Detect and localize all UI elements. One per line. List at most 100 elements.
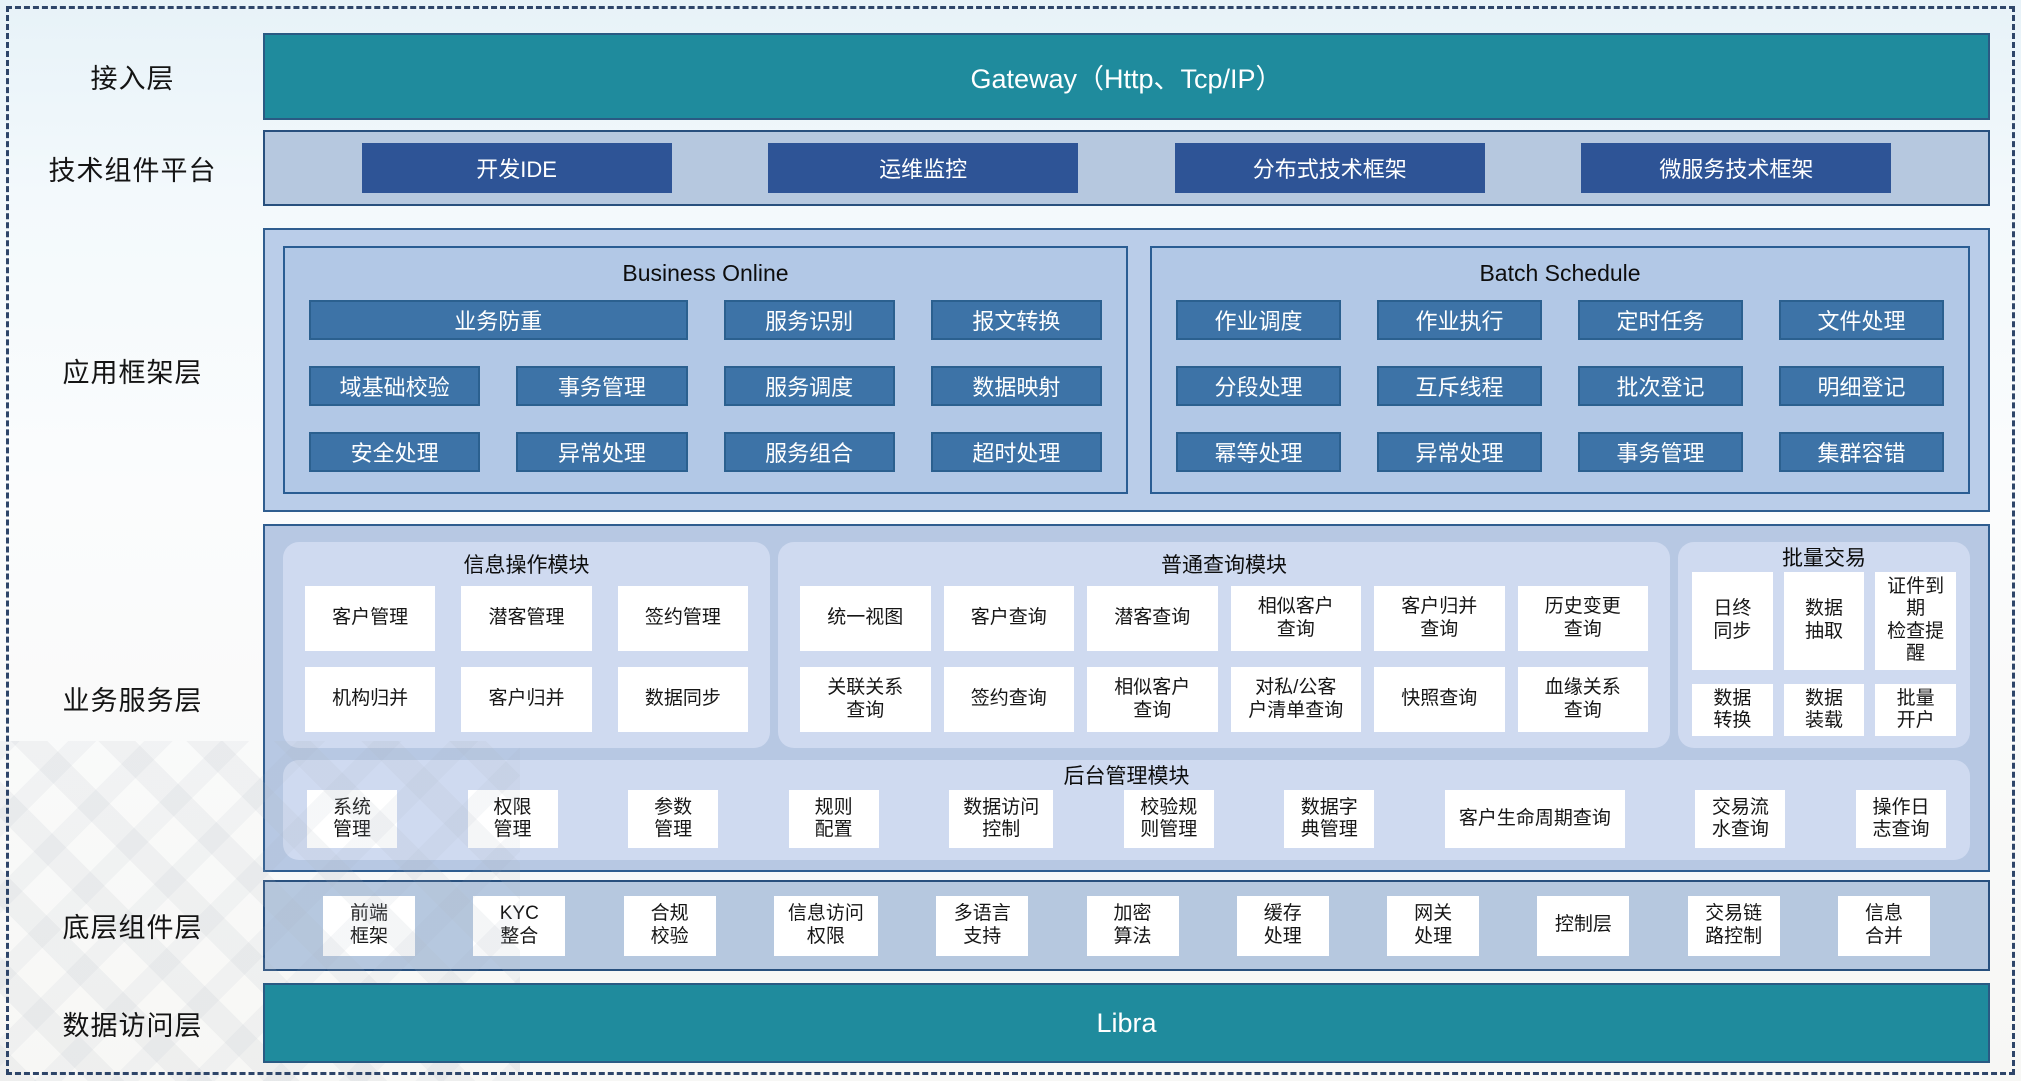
layer-label-data-access: 数据访问层 bbox=[62, 1010, 203, 1041]
info-operation-title: 信息操作模块 bbox=[463, 554, 590, 577]
component-item: 合规 校验 bbox=[623, 895, 716, 956]
batch-trade-title: 批量交易 bbox=[1782, 547, 1866, 570]
service-item: 客户生命周期查询 bbox=[1444, 790, 1625, 848]
service-item: 关联关系 查询 bbox=[800, 667, 931, 732]
service-item: 对私/公客 户清单查询 bbox=[1230, 667, 1361, 732]
info-operation-module: 信息操作模块 客户管理潜客管理签约管理机构归并客户归并数据同步 bbox=[283, 542, 770, 748]
business-online-title: Business Online bbox=[622, 259, 789, 286]
layer-label-tech-platform: 技术组件平台 bbox=[48, 155, 217, 186]
admin-module: 后台管理模块 系统 管理权限 管理参数 管理规则 配置数据访问 控制校验规 则管… bbox=[283, 760, 1970, 860]
component-item: 网关 处理 bbox=[1387, 895, 1480, 956]
framework-capability: 作业执行 bbox=[1377, 300, 1542, 340]
tech-component-button: 运维监控 bbox=[768, 143, 1079, 193]
layer-label-access: 接入层 bbox=[90, 64, 175, 94]
framework-capability: 服务调度 bbox=[723, 366, 895, 406]
service-item: 潜客管理 bbox=[461, 586, 592, 651]
service-item: 系统 管理 bbox=[307, 790, 397, 848]
gateway-bar: Gateway（Http、Tcp/IP） bbox=[263, 33, 1990, 120]
business-online-panel: Business Online 业务防重服务识别报文转换域基础校验事务管理服务调… bbox=[283, 246, 1128, 494]
service-item: 相似客户 查询 bbox=[1087, 667, 1218, 732]
component-item: 多语言 支持 bbox=[936, 895, 1029, 956]
app-framework-container: Business Online 业务防重服务识别报文转换域基础校验事务管理服务调… bbox=[263, 228, 1990, 512]
service-item: 潜客查询 bbox=[1087, 586, 1218, 651]
tech-component-button: 微服务技术框架 bbox=[1581, 143, 1892, 193]
batch-schedule-grid: 作业调度作业执行定时任务文件处理分段处理互斥线程批次登记明细登记幂等处理异常处理… bbox=[1152, 298, 1968, 492]
service-item: 数据 抽取 bbox=[1783, 572, 1865, 670]
service-item: 数据字 典管理 bbox=[1284, 790, 1375, 848]
service-item: 证件到期 检查提醒 bbox=[1875, 572, 1956, 670]
service-item: 规则 配置 bbox=[788, 790, 879, 848]
libra-bar: Libra bbox=[263, 983, 1990, 1063]
service-item: 快照查询 bbox=[1374, 667, 1505, 732]
framework-capability: 事务管理 bbox=[516, 366, 688, 406]
tech-component-button: 分布式技术框架 bbox=[1174, 143, 1485, 193]
framework-capability: 报文转换 bbox=[930, 300, 1102, 340]
business-online-grid: 业务防重服务识别报文转换域基础校验事务管理服务调度数据映射安全处理异常处理服务组… bbox=[285, 298, 1126, 492]
framework-capability: 文件处理 bbox=[1779, 300, 1944, 340]
component-item: 控制层 bbox=[1537, 895, 1630, 956]
framework-capability: 服务识别 bbox=[723, 300, 895, 340]
common-query-module: 普通查询模块 统一视图客户查询潜客查询相似客户 查询客户归并 查询历史变更 查询… bbox=[778, 542, 1670, 748]
service-item: 客户查询 bbox=[943, 586, 1074, 651]
service-item: 权限 管理 bbox=[467, 790, 558, 848]
component-item: 信息访问 权限 bbox=[773, 895, 878, 956]
service-item: 数据 转换 bbox=[1692, 683, 1773, 737]
service-item: 数据同步 bbox=[617, 667, 748, 732]
framework-capability: 异常处理 bbox=[1377, 432, 1542, 472]
service-item: 校验规 则管理 bbox=[1123, 790, 1214, 848]
framework-capability: 批次登记 bbox=[1578, 366, 1743, 406]
service-item: 历史变更 查询 bbox=[1517, 586, 1648, 651]
layer-label-app-framework: 应用框架层 bbox=[62, 357, 203, 388]
service-item: 客户管理 bbox=[305, 586, 436, 651]
batch-schedule-title: Batch Schedule bbox=[1479, 259, 1641, 286]
service-item: 客户归并 bbox=[461, 667, 592, 732]
common-query-grid: 统一视图客户查询潜客查询相似客户 查询客户归并 查询历史变更 查询关联关系 查询… bbox=[778, 586, 1670, 748]
business-service-container: 信息操作模块 客户管理潜客管理签约管理机构归并客户归并数据同步 普通查询模块 统… bbox=[263, 524, 1990, 872]
framework-capability: 异常处理 bbox=[516, 432, 688, 472]
component-item: 信息 合并 bbox=[1837, 895, 1930, 956]
framework-capability: 幂等处理 bbox=[1176, 432, 1341, 472]
framework-capability: 事务管理 bbox=[1578, 432, 1743, 472]
service-item: 机构归并 bbox=[305, 667, 436, 732]
common-query-title: 普通查询模块 bbox=[1161, 554, 1287, 577]
info-operation-grid: 客户管理潜客管理签约管理机构归并客户归并数据同步 bbox=[283, 586, 770, 748]
service-item: 签约查询 bbox=[943, 667, 1074, 732]
framework-capability: 分段处理 bbox=[1176, 366, 1341, 406]
service-item: 数据访问 控制 bbox=[949, 790, 1054, 848]
service-item: 操作日 志查询 bbox=[1855, 790, 1946, 848]
tech-platform-bar: 开发IDE 运维监控 分布式技术框架 微服务技术框架 bbox=[263, 130, 1990, 206]
batch-trade-module: 批量交易 日终 同步数据 抽取证件到期 检查提醒数据 转换数据 装载批量 开户 bbox=[1678, 542, 1970, 748]
gateway-bar-title: Gateway（Http、Tcp/IP） bbox=[970, 64, 1283, 94]
framework-capability: 定时任务 bbox=[1578, 300, 1743, 340]
layer-label-base-components: 底层组件层 bbox=[62, 913, 203, 943]
tech-component-button: 开发IDE bbox=[361, 143, 672, 193]
batch-schedule-panel: Batch Schedule 作业调度作业执行定时任务文件处理分段处理互斥线程批… bbox=[1150, 246, 1970, 494]
framework-capability: 业务防重 bbox=[309, 300, 688, 340]
service-item: 批量 开户 bbox=[1875, 683, 1956, 737]
service-item: 客户归并 查询 bbox=[1374, 586, 1505, 651]
service-item: 血缘关系 查询 bbox=[1517, 667, 1648, 732]
component-item: 缓存 处理 bbox=[1236, 895, 1329, 956]
service-item: 签约管理 bbox=[617, 586, 748, 651]
admin-module-row: 系统 管理权限 管理参数 管理规则 配置数据访问 控制校验规 则管理数据字 典管… bbox=[283, 790, 1970, 862]
framework-capability: 作业调度 bbox=[1176, 300, 1341, 340]
framework-capability: 超时处理 bbox=[930, 432, 1102, 472]
admin-module-title: 后台管理模块 bbox=[1063, 765, 1190, 788]
service-item: 交易流 水查询 bbox=[1695, 790, 1786, 848]
component-item: 交易链 路控制 bbox=[1687, 895, 1780, 956]
component-item: 加密 算法 bbox=[1086, 895, 1179, 956]
service-item: 日终 同步 bbox=[1692, 572, 1773, 670]
framework-capability: 互斥线程 bbox=[1377, 366, 1542, 406]
framework-capability: 数据映射 bbox=[930, 366, 1102, 406]
libra-bar-title: Libra bbox=[1096, 1007, 1157, 1038]
batch-trade-grid: 日终 同步数据 抽取证件到期 检查提醒数据 转换数据 装载批量 开户 bbox=[1678, 572, 1970, 750]
framework-capability: 明细登记 bbox=[1779, 366, 1944, 406]
framework-capability: 域基础校验 bbox=[309, 366, 481, 406]
framework-capability: 安全处理 bbox=[309, 432, 481, 472]
service-item: 数据 装载 bbox=[1783, 683, 1865, 737]
layer-label-business-service: 业务服务层 bbox=[62, 685, 203, 716]
framework-capability: 服务组合 bbox=[723, 432, 895, 472]
component-item: KYC 整合 bbox=[473, 895, 566, 956]
